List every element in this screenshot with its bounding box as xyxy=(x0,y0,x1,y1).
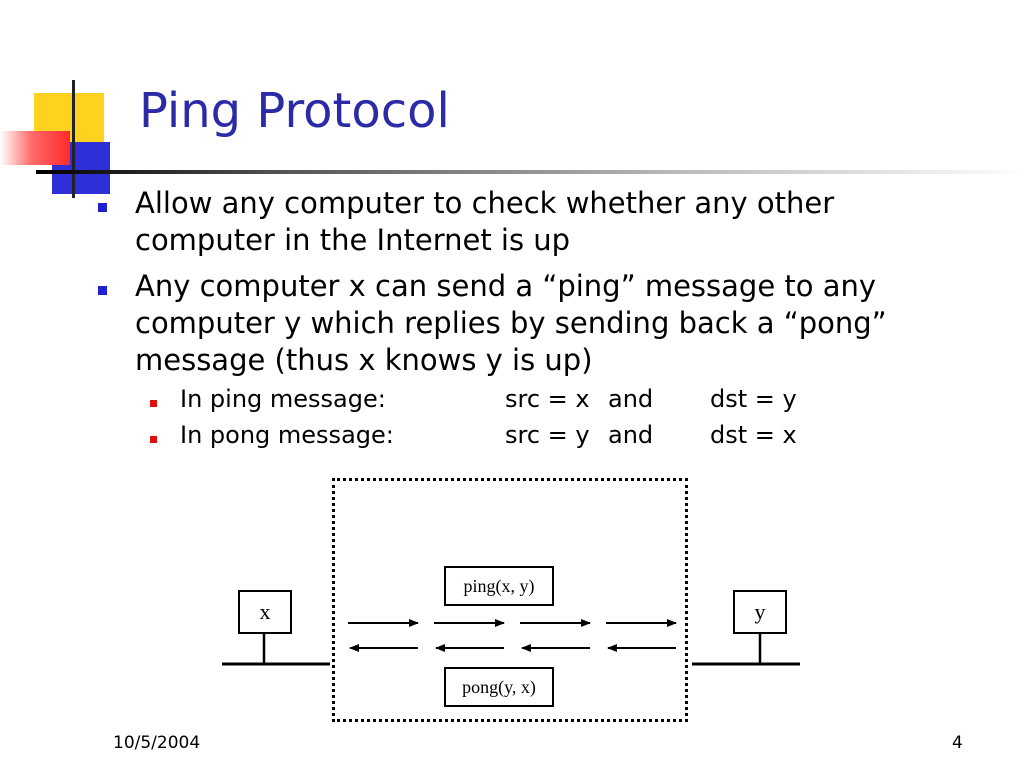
bullet-text: Allow any computer to check whether any … xyxy=(135,186,835,257)
sub-bullet-row: In ping message: xyxy=(180,384,386,414)
footer-date: 10/5/2004 xyxy=(113,733,201,753)
host-x-box: x xyxy=(238,590,292,634)
page-title: Ping Protocol xyxy=(139,83,450,139)
pong-message-box: pong(y, x) xyxy=(444,667,554,707)
sub-bullet-dst: dst = y xyxy=(710,385,797,413)
logo-vertical-line xyxy=(72,80,75,198)
sub-bullet-dst: dst = x xyxy=(710,421,797,449)
logo-red-block xyxy=(0,131,70,165)
sub-bullet-square-icon xyxy=(150,436,157,443)
sub-bullet-row: In pong message: xyxy=(180,420,394,450)
network-cloud-box xyxy=(332,478,688,722)
bullet-square-icon xyxy=(98,203,107,212)
sub-bullet-square-icon xyxy=(150,400,157,407)
sub-bullet-src: src = x xyxy=(505,385,590,413)
bullet-text: Any computer x can send a “ping” message… xyxy=(135,269,887,377)
page-number: 4 xyxy=(952,733,963,753)
title-divider xyxy=(36,170,1024,174)
bullet-square-icon xyxy=(98,286,107,295)
sub-bullet-label: In ping message: xyxy=(180,385,386,413)
host-y-box: y xyxy=(733,590,787,634)
ping-message-box: ping(x, y) xyxy=(444,566,554,606)
sub-bullet-label: In pong message: xyxy=(180,421,394,449)
sub-bullet-and: and xyxy=(608,421,654,449)
sub-bullet-and: and xyxy=(608,385,654,413)
sub-bullet-src: src = y xyxy=(505,421,590,449)
